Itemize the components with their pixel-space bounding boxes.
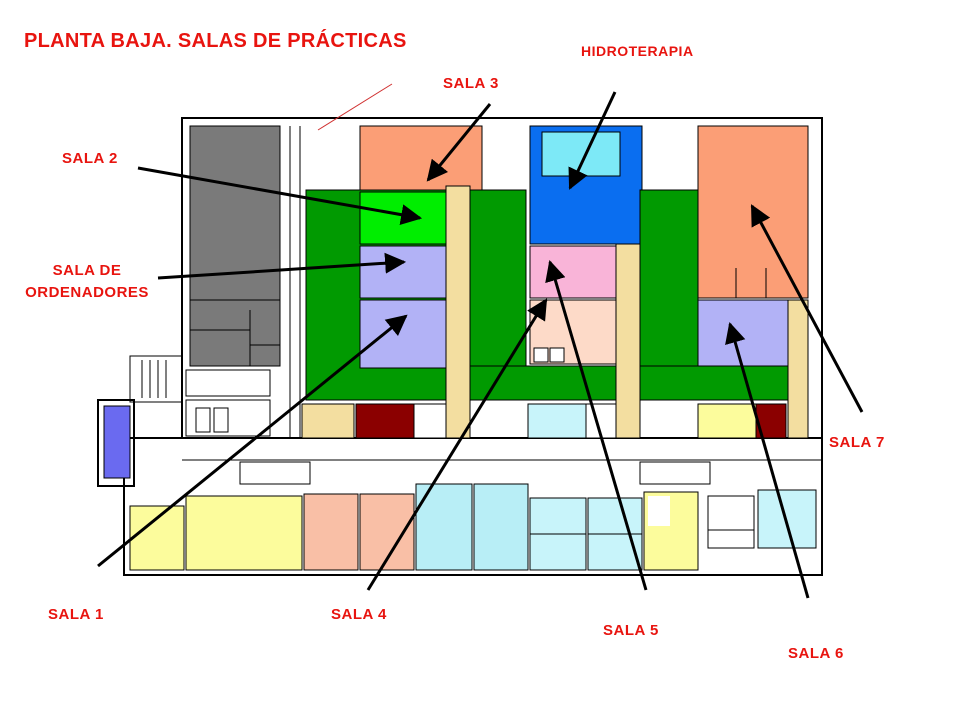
bottom-yellow-2 (185, 495, 303, 571)
bottom-cyan-5 (587, 497, 643, 535)
wing2-cyan-bottom (527, 403, 587, 439)
wing1-beige-bottom (301, 403, 355, 439)
sala-4-cubicles (533, 347, 565, 363)
bottom-cyan-2 (473, 483, 529, 571)
sala-2-room (359, 191, 447, 245)
service-block-lines (185, 126, 301, 438)
maroon-room-1 (355, 403, 415, 439)
arrow-sala-3 (426, 103, 492, 182)
label-sala-1: SALA 1 (48, 606, 104, 623)
wing3-green-bottom (639, 365, 789, 401)
pointer-arrows (97, 91, 864, 599)
wing1-beige-column (445, 185, 471, 439)
wing2-corridor (469, 365, 617, 401)
label-ordenadores-line1: SALA DE (52, 262, 122, 279)
sala-6-room (697, 299, 789, 369)
label-sala-6: SALA 6 (788, 645, 844, 662)
bottom-cyan-4 (529, 533, 587, 571)
service-block-dark (189, 125, 281, 367)
bottom-cyan-6 (587, 533, 643, 571)
arrow-sala-5 (545, 259, 648, 591)
label-sala-ordenadores: SALA DE ORDENADORES (10, 260, 164, 304)
arrow-sala-7 (750, 204, 864, 413)
sala-1-room (359, 299, 447, 369)
left-stairs (129, 355, 183, 403)
bottom-cyan-3 (529, 497, 587, 535)
label-sala-7: SALA 7 (829, 434, 885, 451)
sala-ordenadores-room (359, 245, 447, 299)
bottom-white-sq (648, 496, 670, 526)
wing3-yellow-bottom (697, 403, 757, 439)
arrow-ordenadores (157, 252, 407, 280)
label-sala-2: SALA 2 (62, 150, 118, 167)
arrow-sala-2 (137, 166, 423, 226)
wing3-beige-column (787, 299, 809, 439)
wing2-beige-column (615, 243, 641, 439)
label-sala-5: SALA 5 (603, 622, 659, 639)
wing1-small-room (413, 403, 447, 439)
arrow-sala-4 (366, 298, 548, 591)
entrance-mark (317, 83, 393, 131)
sala-5-room (529, 245, 617, 299)
label-ordenadores-line2: ORDENADORES (25, 284, 149, 301)
arrow-sala-1 (97, 314, 408, 568)
building-outline (97, 117, 823, 576)
stair-blue (103, 405, 131, 479)
main-corridor (182, 459, 822, 485)
pool (541, 131, 621, 177)
bottom-stairs (707, 495, 755, 549)
bottom-salmon-1 (303, 493, 359, 571)
label-sala-3: SALA 3 (443, 75, 499, 92)
sala-7-room (697, 125, 809, 299)
bottom-yellow-1 (129, 505, 185, 571)
label-sala-4: SALA 4 (331, 606, 387, 623)
label-hidroterapia: HIDROTERAPIA (581, 43, 694, 59)
wing3-corridor (639, 189, 699, 401)
sala-7-partitions (735, 268, 767, 298)
page-title: PLANTA BAJA. SALAS DE PRÁCTICAS (24, 30, 407, 52)
arrow-hidroterapia (568, 91, 617, 190)
bottom-yellow-3 (643, 491, 699, 571)
arrow-sala-6 (725, 321, 810, 599)
